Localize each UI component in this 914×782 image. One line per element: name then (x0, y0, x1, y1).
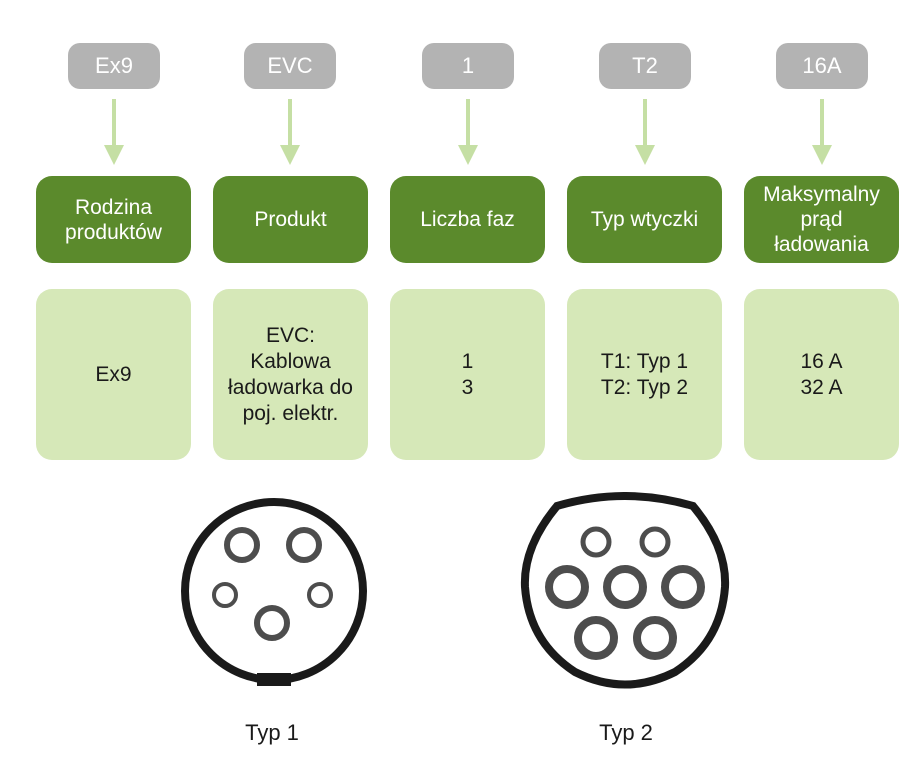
heading-line: Liczba faz (420, 208, 515, 231)
value-line: ładowarka do (228, 375, 353, 399)
value-line: poj. elektr. (242, 401, 339, 425)
heading-line: ładowania (774, 233, 869, 256)
heading-line: Typ wtyczki (590, 208, 699, 231)
code-label: T2 (632, 53, 658, 78)
value-line: EVC: (265, 323, 315, 347)
type1-connector-icon (181, 498, 367, 686)
code-label: 1 (461, 53, 475, 78)
value-line: 1 (461, 349, 474, 373)
type2-connector-icon (520, 492, 730, 689)
heading-line: prąd (800, 208, 843, 231)
code-label: 16A (802, 53, 842, 78)
code-label: EVC (267, 53, 313, 78)
code-pill-plug-type: T2 (599, 43, 691, 89)
heading-line: Produkt (254, 208, 327, 231)
arrow-down-icon (458, 99, 478, 165)
code-pill-product: EVC (244, 43, 336, 89)
value-line: T2: Typ 2 (600, 375, 689, 399)
value-line: 16 A (800, 349, 843, 373)
value-line: Ex9 (95, 362, 132, 386)
values-max-current: 16 A 32 A (744, 289, 899, 460)
arrow-down-icon (812, 99, 832, 165)
arrow-down-icon (635, 99, 655, 165)
value-line: 32 A (800, 375, 843, 399)
type2-label: Typ 2 (599, 720, 653, 745)
values-phases: 1 3 (390, 289, 545, 460)
heading-line: Maksymalny (763, 183, 880, 206)
heading-line: produktów (65, 220, 162, 244)
code-pill-phases: 1 (422, 43, 514, 89)
value-line: T1: Typ 1 (600, 349, 689, 373)
code-pill-family: Ex9 (68, 43, 160, 89)
value-line: Kablowa (250, 349, 331, 373)
values-family: Ex9 (36, 289, 191, 460)
value-line: 3 (461, 375, 474, 399)
heading-plug-type: Typ wtyczki (567, 176, 722, 263)
heading-product: Produkt (213, 176, 368, 263)
heading-line: Rodzina (74, 195, 153, 219)
type1-label: Typ 1 (245, 720, 299, 745)
values-plug-type: T1: Typ 1 T2: Typ 2 (567, 289, 722, 460)
arrow-down-icon (280, 99, 300, 165)
arrow-down-icon (104, 99, 124, 165)
heading-phases: Liczba faz (390, 176, 545, 263)
code-pill-max-current: 16A (776, 43, 868, 89)
code-label: Ex9 (95, 53, 133, 78)
values-product: EVC: Kablowa ładowarka do poj. elektr. (213, 289, 368, 460)
